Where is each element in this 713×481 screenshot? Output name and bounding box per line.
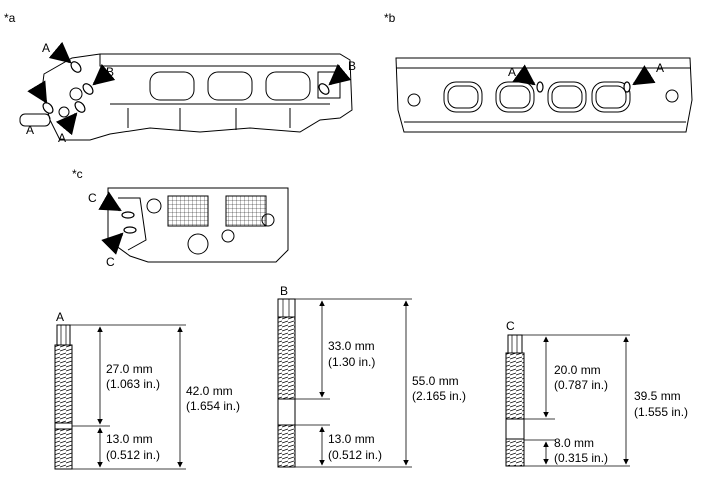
stud-a-lower-mm: 13.0 mm xyxy=(106,432,153,446)
callout-a-2: B xyxy=(106,65,114,79)
stud-a-lower-in: (0.512 in.) xyxy=(106,448,160,462)
stud-b: B 33.0 mm (1.30 in.) 55.0 mm (2.165 in.)… xyxy=(277,284,466,468)
stud-c-total-in: (1.555 in.) xyxy=(634,405,688,419)
stud-b-lower-mm: 13.0 mm xyxy=(328,432,375,446)
cylinder-head-port-view xyxy=(395,57,693,133)
stud-b-lower-in: (0.512 in.) xyxy=(328,448,382,462)
view-label-c: *c xyxy=(72,167,83,181)
callout-c-1: C xyxy=(88,191,97,205)
callout-arrows-c xyxy=(98,191,124,255)
callout-a-1: A xyxy=(42,41,50,55)
stud-a: A 27.0 mm (1.063 in.) 42.0 mm (1.654 in.… xyxy=(54,310,240,470)
stud-b-letter: B xyxy=(280,284,288,298)
callout-a-3: B xyxy=(348,59,356,73)
stud-a-upper-in: (1.063 in.) xyxy=(106,377,160,391)
cylinder-head-end-view xyxy=(107,187,289,263)
callout-a-5: A xyxy=(58,131,66,145)
stud-c-upper-mm: 20.0 mm xyxy=(554,363,601,377)
callout-arrows-b xyxy=(512,64,656,86)
stud-a-total-in: (1.654 in.) xyxy=(186,399,240,413)
stud-c-lower-in: (0.315 in.) xyxy=(554,451,608,465)
stud-b-upper-mm: 33.0 mm xyxy=(328,339,375,353)
callout-arrows-a xyxy=(27,41,352,136)
stud-c-total-mm: 39.5 mm xyxy=(634,389,681,403)
stud-markers-a xyxy=(42,61,330,114)
stud-c-letter: C xyxy=(506,319,515,333)
stud-c-lower-mm: 8.0 mm xyxy=(554,436,594,450)
callout-c-2: C xyxy=(106,255,115,269)
stud-c: C 20.0 mm (0.787 in.) 39.5 mm (1.555 in.… xyxy=(505,319,688,467)
stud-a-total-mm: 42.0 mm xyxy=(186,384,233,398)
callout-b-1: A xyxy=(508,65,516,79)
view-label-a: *a xyxy=(4,11,16,25)
stud-a-letter: A xyxy=(56,310,64,324)
cylinder-head-side-view xyxy=(19,53,353,141)
view-label-b: *b xyxy=(384,11,396,25)
stud-markers-b xyxy=(536,81,631,93)
callout-b-2: A xyxy=(656,61,664,75)
stud-a-upper-mm: 27.0 mm xyxy=(106,362,153,376)
stud-b-upper-in: (1.30 in.) xyxy=(328,355,375,369)
stud-b-total-mm: 55.0 mm xyxy=(412,374,459,388)
stud-b-total-in: (2.165 in.) xyxy=(412,389,466,403)
stud-markers-c xyxy=(121,211,137,234)
callout-a-4: A xyxy=(26,123,34,137)
stud-c-upper-in: (0.787 in.) xyxy=(554,378,608,392)
